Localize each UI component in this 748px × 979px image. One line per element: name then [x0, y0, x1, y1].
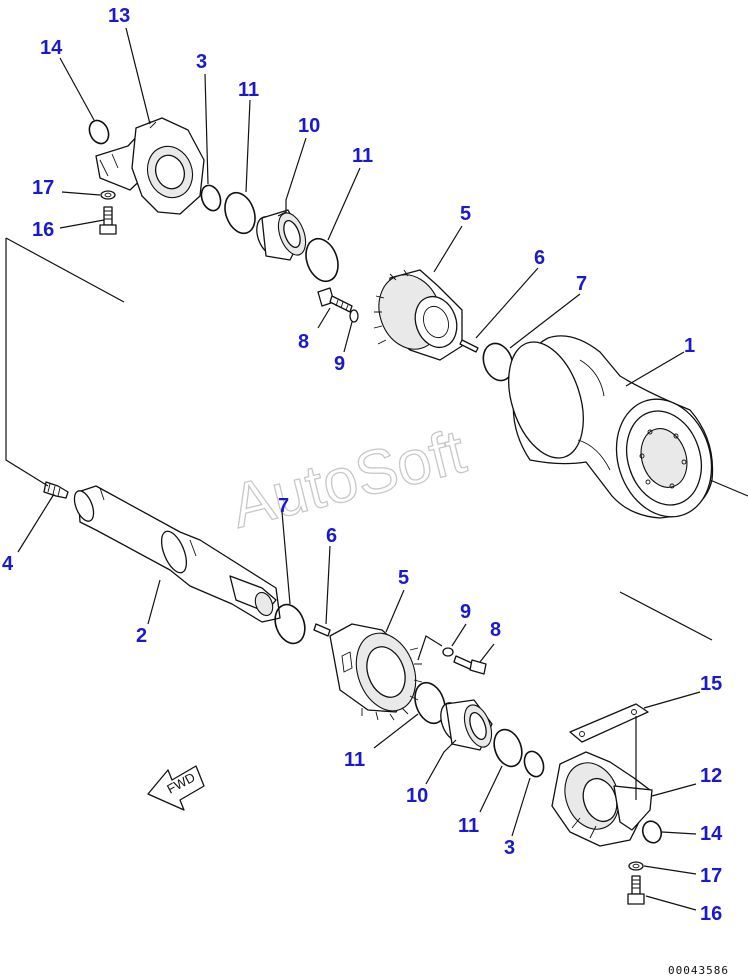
callout-1-roller: 1 — [684, 335, 695, 357]
callout-labels: 13 14 3 11 10 11 17 16 5 6 7 8 9 1 4 2 7… — [2, 5, 723, 925]
part-3-ring-upper — [200, 184, 222, 212]
callout-13-upper: 13 — [108, 5, 130, 27]
leader-lines — [5, 27, 748, 911]
callout-16-upper: 16 — [32, 219, 54, 241]
part-3-ring-lower — [523, 750, 545, 778]
callout-9-upper: 9 — [334, 353, 345, 375]
part-2-shaft — [73, 485, 281, 623]
part-6-pin-upper — [459, 339, 479, 353]
part-14-oring-upper — [88, 119, 110, 145]
part-9-washer-lower — [442, 647, 454, 657]
callout-15-plate: 15 — [700, 673, 722, 695]
part-11-oring-lower-a — [414, 681, 446, 725]
part-13-collar-upper — [95, 117, 205, 215]
part-11-oring-lower-b — [493, 728, 523, 768]
callout-11-lower-a: 11 — [344, 749, 365, 771]
callout-8-upper: 8 — [298, 331, 309, 353]
part-15-plate — [569, 703, 649, 743]
callout-11-lower-b: 11 — [458, 815, 479, 837]
callout-12-collar: 12 — [700, 765, 722, 787]
callout-14-lower: 14 — [700, 823, 723, 845]
part-10-seal-upper — [256, 209, 307, 261]
callout-11-upper-b: 11 — [352, 145, 373, 167]
callout-5-upper: 5 — [460, 203, 471, 225]
callout-10-upper: 10 — [298, 115, 320, 137]
part-4-plug — [43, 481, 69, 499]
document-number: 00043586 — [668, 964, 729, 977]
callout-4-plug: 4 — [2, 553, 14, 575]
part-7-oring-upper — [482, 342, 514, 382]
callout-17-lower: 17 — [700, 865, 722, 887]
callout-2-shaft: 2 — [136, 625, 147, 647]
part-1-roller — [508, 335, 714, 519]
part-8-bolt-lower — [453, 655, 487, 675]
callout-11-upper-a: 11 — [238, 79, 259, 101]
part-6-pin-lower — [313, 623, 331, 637]
callout-16-lower: 16 — [700, 903, 722, 925]
callout-9-lower: 9 — [460, 601, 471, 623]
callout-3-upper: 3 — [196, 51, 207, 73]
part-16-bolt-lower — [627, 875, 645, 905]
callout-5-lower: 5 — [398, 567, 409, 589]
part-10-seal-lower — [440, 699, 493, 751]
callout-3-lower: 3 — [504, 837, 515, 859]
callout-7-lower: 7 — [278, 495, 289, 517]
part-7-oring-lower — [274, 603, 306, 645]
part-9-washer-upper — [349, 309, 359, 323]
callout-17-upper: 17 — [32, 177, 54, 199]
part-11-oring-upper-b — [305, 237, 339, 283]
watermark-text: AutoSoft — [225, 417, 472, 541]
part-5-hub-lower — [329, 623, 423, 721]
callout-7-upper: 7 — [576, 273, 587, 295]
callout-14-upper: 14 — [40, 37, 63, 59]
part-17-washer-lower — [628, 861, 644, 871]
callout-6-lower: 6 — [326, 525, 337, 547]
callout-8-lower: 8 — [490, 619, 501, 641]
part-16-bolt-upper — [99, 206, 117, 235]
part-5-hub-upper — [373, 269, 463, 361]
part-14-oring-lower — [641, 820, 663, 844]
part-17-washer-upper — [100, 190, 116, 200]
fwd-direction-arrow: FWD — [147, 765, 205, 811]
part-11-oring-upper-a — [224, 191, 256, 235]
part-8-bolt-upper — [317, 287, 353, 313]
part-12-collar-lower — [551, 751, 653, 847]
callout-10-lower: 10 — [406, 785, 428, 807]
callout-6-upper: 6 — [534, 247, 545, 269]
